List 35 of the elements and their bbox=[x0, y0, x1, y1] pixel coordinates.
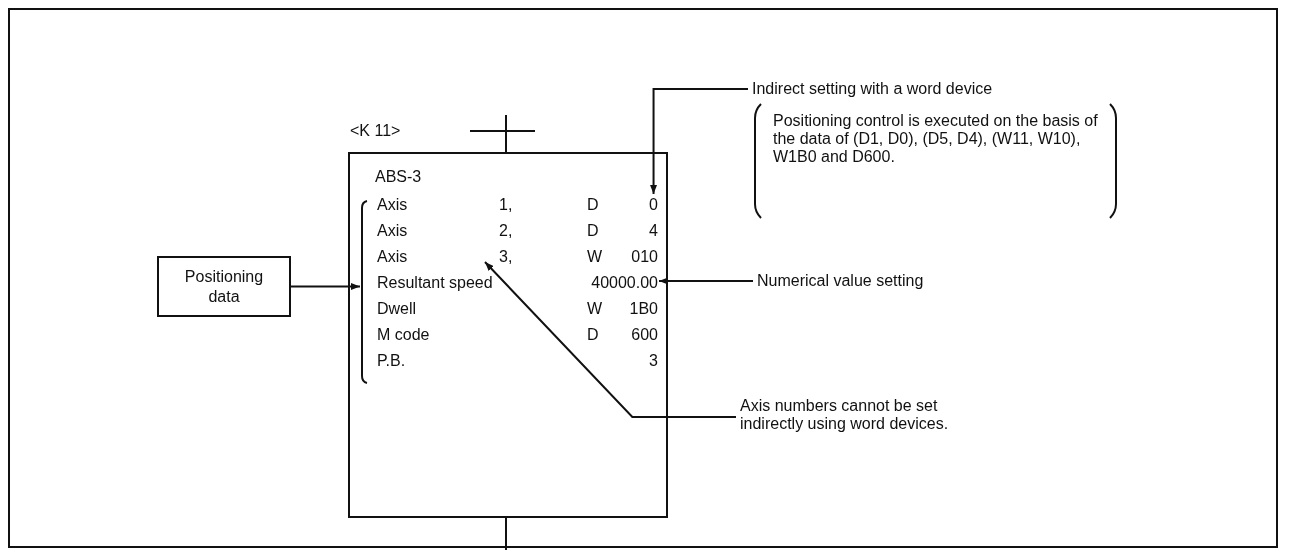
leader-arrow bbox=[484, 261, 737, 418]
note-text: Positioning control is executed on the basis of the data of (D1, D0), (D5, D4), (W11, W10), W1B0 and D600. bbox=[773, 112, 1099, 166]
data-cell: Dwell bbox=[377, 300, 417, 318]
annotation-text: Numerical value setting bbox=[757, 272, 924, 290]
bracket bbox=[360, 200, 368, 384]
data-cell: W bbox=[587, 248, 603, 266]
data-cell: Axis bbox=[377, 222, 408, 240]
data-cell: D bbox=[587, 222, 599, 240]
data-cell: 4 bbox=[649, 222, 658, 240]
step-title: ABS-3 bbox=[375, 168, 422, 186]
data-value: 40000.00 bbox=[591, 274, 658, 292]
data-cell: Axis bbox=[377, 248, 408, 266]
data-cell: P.B. bbox=[377, 352, 406, 370]
data-cell: W bbox=[587, 300, 603, 318]
leader-arrow bbox=[658, 277, 754, 285]
leader-arrow bbox=[650, 88, 749, 195]
annotation-text: Axis numbers cannot be set indirectly using word devices. bbox=[740, 397, 975, 433]
data-cell: Axis bbox=[377, 196, 408, 214]
data-cell: 600 bbox=[631, 326, 658, 344]
annotation-text: Indirect setting with a word device bbox=[752, 80, 993, 98]
step-box bbox=[348, 152, 668, 518]
process-box: Positioning data bbox=[157, 256, 291, 317]
data-cell: 010 bbox=[631, 248, 658, 266]
data-cell: 1B0 bbox=[629, 300, 658, 318]
data-value: 0 bbox=[649, 196, 658, 214]
data-cell: 1, bbox=[499, 196, 513, 214]
data-cell: Resultant speed bbox=[377, 274, 493, 292]
data-cell: D bbox=[587, 326, 599, 344]
data-value: 3, bbox=[499, 248, 513, 266]
step-number: <K 11> bbox=[350, 122, 401, 140]
data-cell: M code bbox=[377, 326, 430, 344]
leader-arrow bbox=[290, 283, 361, 290]
data-cell: 3 bbox=[649, 352, 658, 370]
data-cell: 2, bbox=[499, 222, 513, 240]
data-cell: D bbox=[587, 196, 599, 214]
